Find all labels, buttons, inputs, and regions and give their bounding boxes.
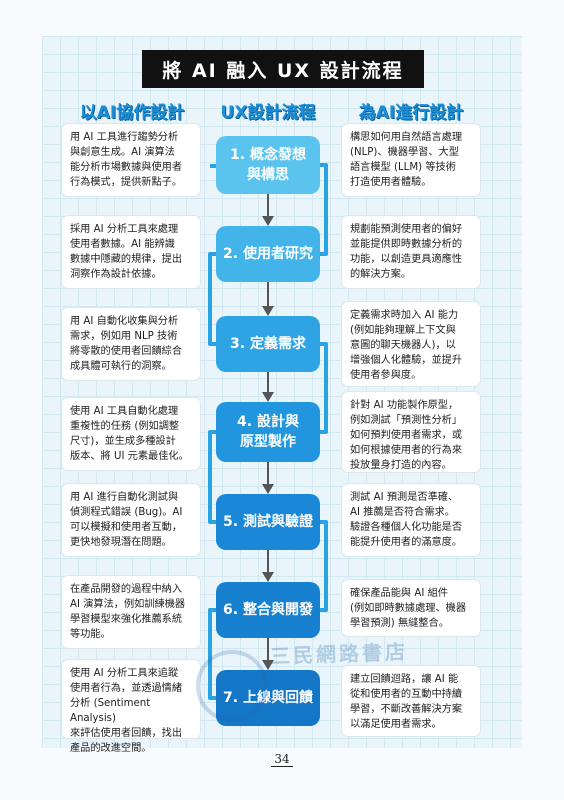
left-desc-4: 使用 AI 工具自動化處理 重複性的任務 (例如調整 尺寸)，並生成多種設計 版… bbox=[62, 398, 200, 470]
right-desc-2: 規劃能預測使用者的偏好 並能提供即時數據分析的 功能，以創造更具適應性 的解決方… bbox=[342, 216, 480, 288]
right-desc-1: 構思如何用自然語言處理 (NLP)、機器學習、大型 語言模型 (LLM) 等技術… bbox=[342, 124, 480, 196]
right-desc-5: 測試 AI 預測是否準確、 AI 推薦是否符合需求。 驗證各種個人化功能是否 能… bbox=[342, 484, 480, 556]
left-desc-2: 採用 AI 分析工具來處理 使用者數據。AI 能辨識 數據中隱藏的規律，提出 洞… bbox=[62, 216, 200, 288]
left-desc-3: 用 AI 自動化收集與分析 需求，例如用 NLP 技術 將零散的使用者回饋綜合 … bbox=[62, 308, 200, 380]
flow-arrow-5-head bbox=[262, 572, 274, 582]
left-desc-6: 在產品開發的過程中納入 AI 演算法，例如訓練機器 學習模型來強化推薦系統 等功… bbox=[62, 576, 200, 648]
right-desc-7: 建立回饋迴路，讓 AI 能 從和使用者的互動中持續 學習，不斷改善解決方案 以滿… bbox=[342, 666, 480, 736]
right-desc-3: 定義需求時加入 AI 能力 (例如能夠理解上下文與 意圖的聊天機器人)，以 增強… bbox=[342, 302, 480, 386]
step-2-user-research: 2. 使用者研究 bbox=[216, 226, 320, 282]
loop-connector-5 bbox=[320, 520, 328, 612]
flow-arrow-1-head bbox=[262, 216, 274, 226]
left-desc-5: 用 AI 進行自動化測試與 偵測程式錯誤 (Bug)。AI 可以模擬和使用者互動… bbox=[62, 484, 200, 556]
loop-connector-3 bbox=[320, 342, 328, 434]
step-1-ideation: 1. 概念發想 與構思 bbox=[216, 136, 320, 194]
page-number: 34 bbox=[0, 752, 564, 767]
watermark-seal bbox=[196, 650, 268, 722]
loop-connector-4 bbox=[208, 430, 216, 524]
step-4-design-prototype: 4. 設計與 原型製作 bbox=[216, 402, 320, 462]
flow-arrow-4-head bbox=[262, 484, 274, 494]
left-desc-1: 用 AI 工具進行趨勢分析 與創意生成。AI 演算法 能分析市場數據與使用者 行… bbox=[62, 124, 200, 196]
loop-connector-1 bbox=[320, 163, 328, 256]
flow-arrow-6-head bbox=[262, 660, 274, 670]
right-desc-6: 確保產品能與 AI 組件 (例如即時數據處理、機器 學習預測) 無縫整合。 bbox=[342, 580, 480, 636]
left-desc-7: 使用 AI 分析工具來追蹤 使用者行為，並透過情緒 分析 (Sentiment … bbox=[62, 660, 200, 754]
watermark-text: 三民網路書店 bbox=[269, 639, 409, 669]
flow-arrow-2-head bbox=[262, 306, 274, 316]
loop-connector-2 bbox=[208, 252, 216, 346]
step-5-testing-validation: 5. 測試與驗證 bbox=[216, 494, 320, 550]
step-3-define-requirements: 3. 定義需求 bbox=[216, 316, 320, 372]
page-title: 將 AI 融入 UX 設計流程 bbox=[142, 50, 424, 88]
right-desc-4: 針對 AI 功能製作原型， 例如測試「預測性分析」 如何預判使用者需求，或 如何… bbox=[342, 392, 480, 472]
step-6-integration-development: 6. 整合與開發 bbox=[216, 582, 320, 638]
flow-arrow-3-head bbox=[262, 392, 274, 402]
